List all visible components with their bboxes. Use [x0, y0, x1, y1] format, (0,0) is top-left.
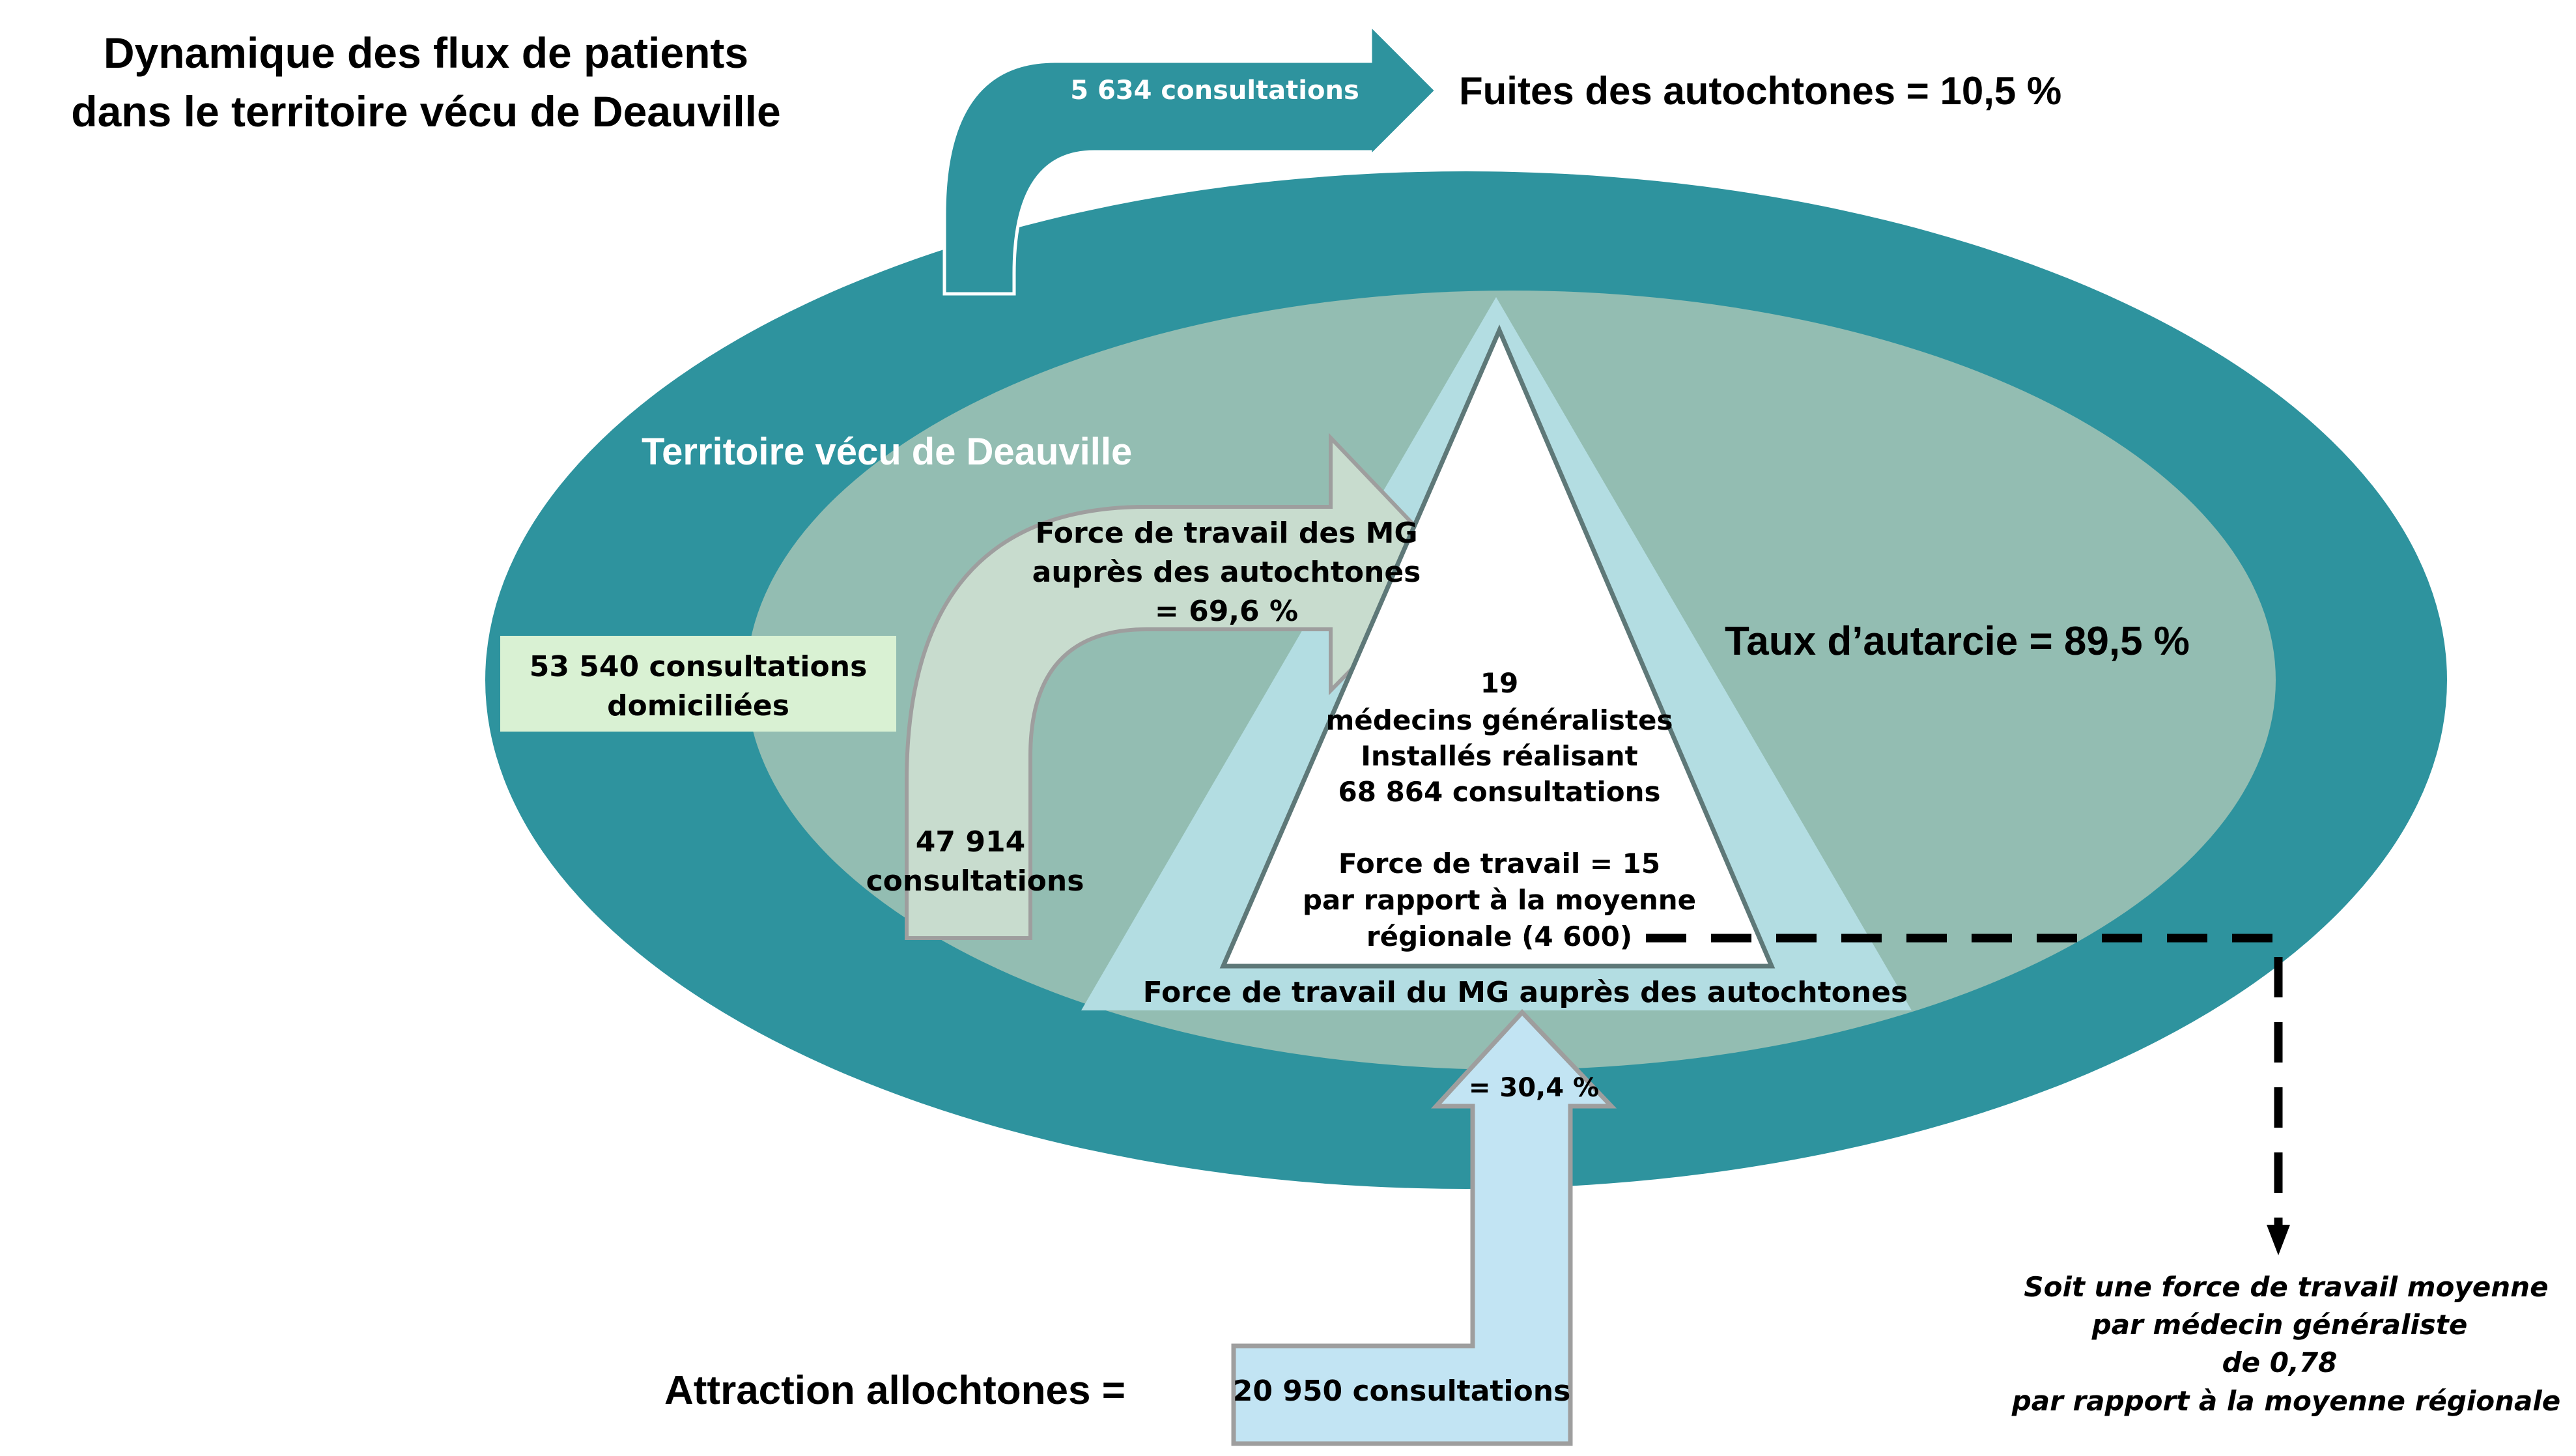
note-line-1: Soit une force de travail moyenne — [2024, 1271, 2548, 1303]
note-line-4: par rapport à la moyenne régionale — [2011, 1385, 2561, 1417]
attraction-label: Attraction allochtones = — [664, 1368, 1125, 1413]
doctors-line-7: régionale (4 600) — [1366, 921, 1632, 952]
average-workforce-note: Soit une force de travail moyenne par mé… — [2011, 1271, 2561, 1417]
resident-box-line-1: 53 540 consultations — [530, 650, 868, 683]
diagram-title: Dynamique des flux de patients dans le t… — [71, 29, 780, 136]
resident-arrow-line-2: auprès des autochtones — [1032, 556, 1421, 589]
dashed-connector — [1646, 934, 2283, 1225]
territory-name: Territoire vécu de Deauville — [642, 431, 1132, 473]
note-line-2: par médecin généraliste — [2091, 1309, 2468, 1341]
attraction-box-label: 20 950 consultations — [1233, 1375, 1571, 1408]
triangle-base-label: Force de travail du MG auprès des autoch… — [1143, 976, 1908, 1009]
note-line-3: de 0,78 — [2222, 1347, 2338, 1378]
resident-box-line-2: domiciliées — [607, 689, 789, 722]
leak-arrow-label: 5 634 consultations — [1070, 76, 1359, 106]
dashed-connector-arrowhead — [2267, 1225, 2290, 1255]
doctors-line-3: Installés réalisant — [1361, 740, 1638, 772]
attraction-percent: = 30,4 % — [1469, 1073, 1599, 1103]
doctors-count: 19 — [1480, 667, 1518, 699]
title-line-2: dans le territoire vécu de Deauville — [71, 87, 780, 136]
attraction-arrow — [1231, 1008, 1617, 1446]
resident-stem-line-2: consultations — [866, 864, 1084, 898]
leak-rate-label: Fuites des autochtones = 10,5 % — [1459, 69, 2061, 113]
doctors-line-5: Force de travail = 15 — [1338, 848, 1660, 879]
autarky-rate-label: Taux d’autarcie = 89,5 % — [1725, 619, 2190, 664]
leak-arrow — [942, 20, 1439, 296]
resident-arrow-line-3: = 69,6 % — [1155, 595, 1298, 628]
resident-consultations-box — [500, 636, 896, 732]
doctors-line-4: 68 864 consultations — [1338, 776, 1661, 808]
resident-arrow-line-1: Force de travail des MG — [1035, 517, 1417, 550]
doctors-line-2: médecins généralistes — [1326, 704, 1673, 736]
doctors-line-6: par rapport à la moyenne — [1303, 884, 1696, 916]
doctors-triangle — [1219, 324, 1776, 969]
resident-stem-line-1: 47 914 — [916, 825, 1025, 859]
resident-workforce-arrow — [905, 433, 1456, 940]
title-line-1: Dynamique des flux de patients — [104, 29, 748, 77]
doctors-summary: 19 médecins généralistes Installés réali… — [1303, 667, 1696, 952]
